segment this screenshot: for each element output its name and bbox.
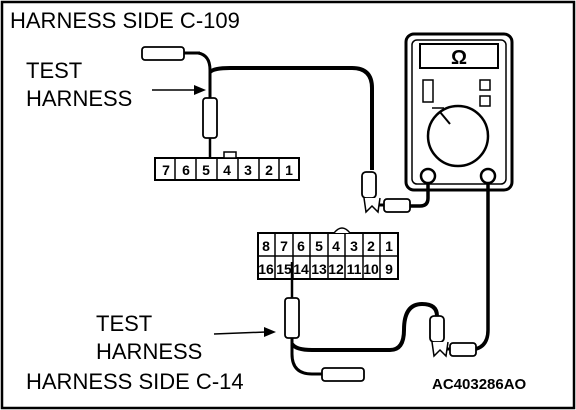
test-harness-bottom-label-2: HARNESS: [96, 339, 202, 364]
meter-switch-top: [479, 79, 491, 91]
figure-code-label: AC403286AO: [432, 376, 527, 393]
bottom-probe-cable: [290, 301, 439, 352]
test-harness-top-label-2: HARNESS: [26, 86, 132, 111]
c14-pin-15: 15: [276, 261, 292, 277]
c109-pin-6: 6: [182, 162, 190, 178]
bottom-test-harness-probe: [284, 262, 365, 382]
c14-pin-10: 10: [363, 261, 379, 277]
meter-dial-pointer: [439, 111, 451, 125]
c14-pin-7: 7: [280, 238, 288, 254]
connector-c109: 7 6 5 4 3 2 1: [154, 151, 300, 181]
c109-pin-4: 4: [223, 162, 231, 178]
c14-pin-6: 6: [297, 238, 305, 254]
connector-c14: 8 7 6 5 4 3 2 1 16 15 14 13 12 11 10 9: [257, 227, 399, 280]
c14-pin-13: 13: [311, 261, 327, 277]
c14-pin-11: 11: [347, 261, 362, 277]
bottom-leader-arrow: [213, 327, 276, 337]
c14-pin-4: 4: [332, 238, 340, 254]
ohm-symbol: Ω: [451, 47, 467, 69]
meter-jack-left: [419, 167, 437, 185]
harness-side-top-label: HARNESS SIDE C-109: [10, 8, 240, 33]
harness-side-bottom-label: HARNESS SIDE C-14: [26, 369, 244, 394]
c14-pin-5: 5: [315, 238, 323, 254]
c14-pin-1: 1: [385, 238, 393, 254]
c14-pin-9: 9: [385, 261, 393, 277]
c14-pin-12: 12: [328, 261, 344, 277]
meter-lead-bottom: [429, 315, 477, 358]
c14-pin-14: 14: [293, 261, 309, 277]
c14-pin-8: 8: [262, 238, 270, 254]
test-harness-bottom-label-1: TEST: [96, 311, 152, 336]
top-probe-cable: [208, 66, 374, 170]
c14-pin-3: 3: [350, 238, 358, 254]
c109-pin-2: 2: [265, 162, 273, 178]
c109-pin-5: 5: [202, 162, 210, 178]
top-leader-arrow: [152, 85, 206, 95]
c14-pin-16: 16: [258, 261, 274, 277]
meter-switch-bottom: [479, 95, 491, 107]
c14-pin-2: 2: [367, 238, 375, 254]
meter-jack-right: [479, 167, 497, 185]
meter-lead-right: [458, 183, 490, 352]
multimeter: Ω: [404, 32, 514, 192]
test-harness-top-label-1: TEST: [26, 58, 82, 83]
meter-display: [419, 43, 499, 69]
meter-lead-top: [361, 171, 430, 214]
c109-pin-3: 3: [244, 162, 252, 178]
top-test-harness-probe: [141, 46, 218, 160]
meter-switch-left: [422, 79, 434, 103]
c109-pin-1: 1: [285, 162, 293, 178]
meter-dial: [426, 104, 490, 168]
c109-pin-7: 7: [162, 162, 170, 178]
